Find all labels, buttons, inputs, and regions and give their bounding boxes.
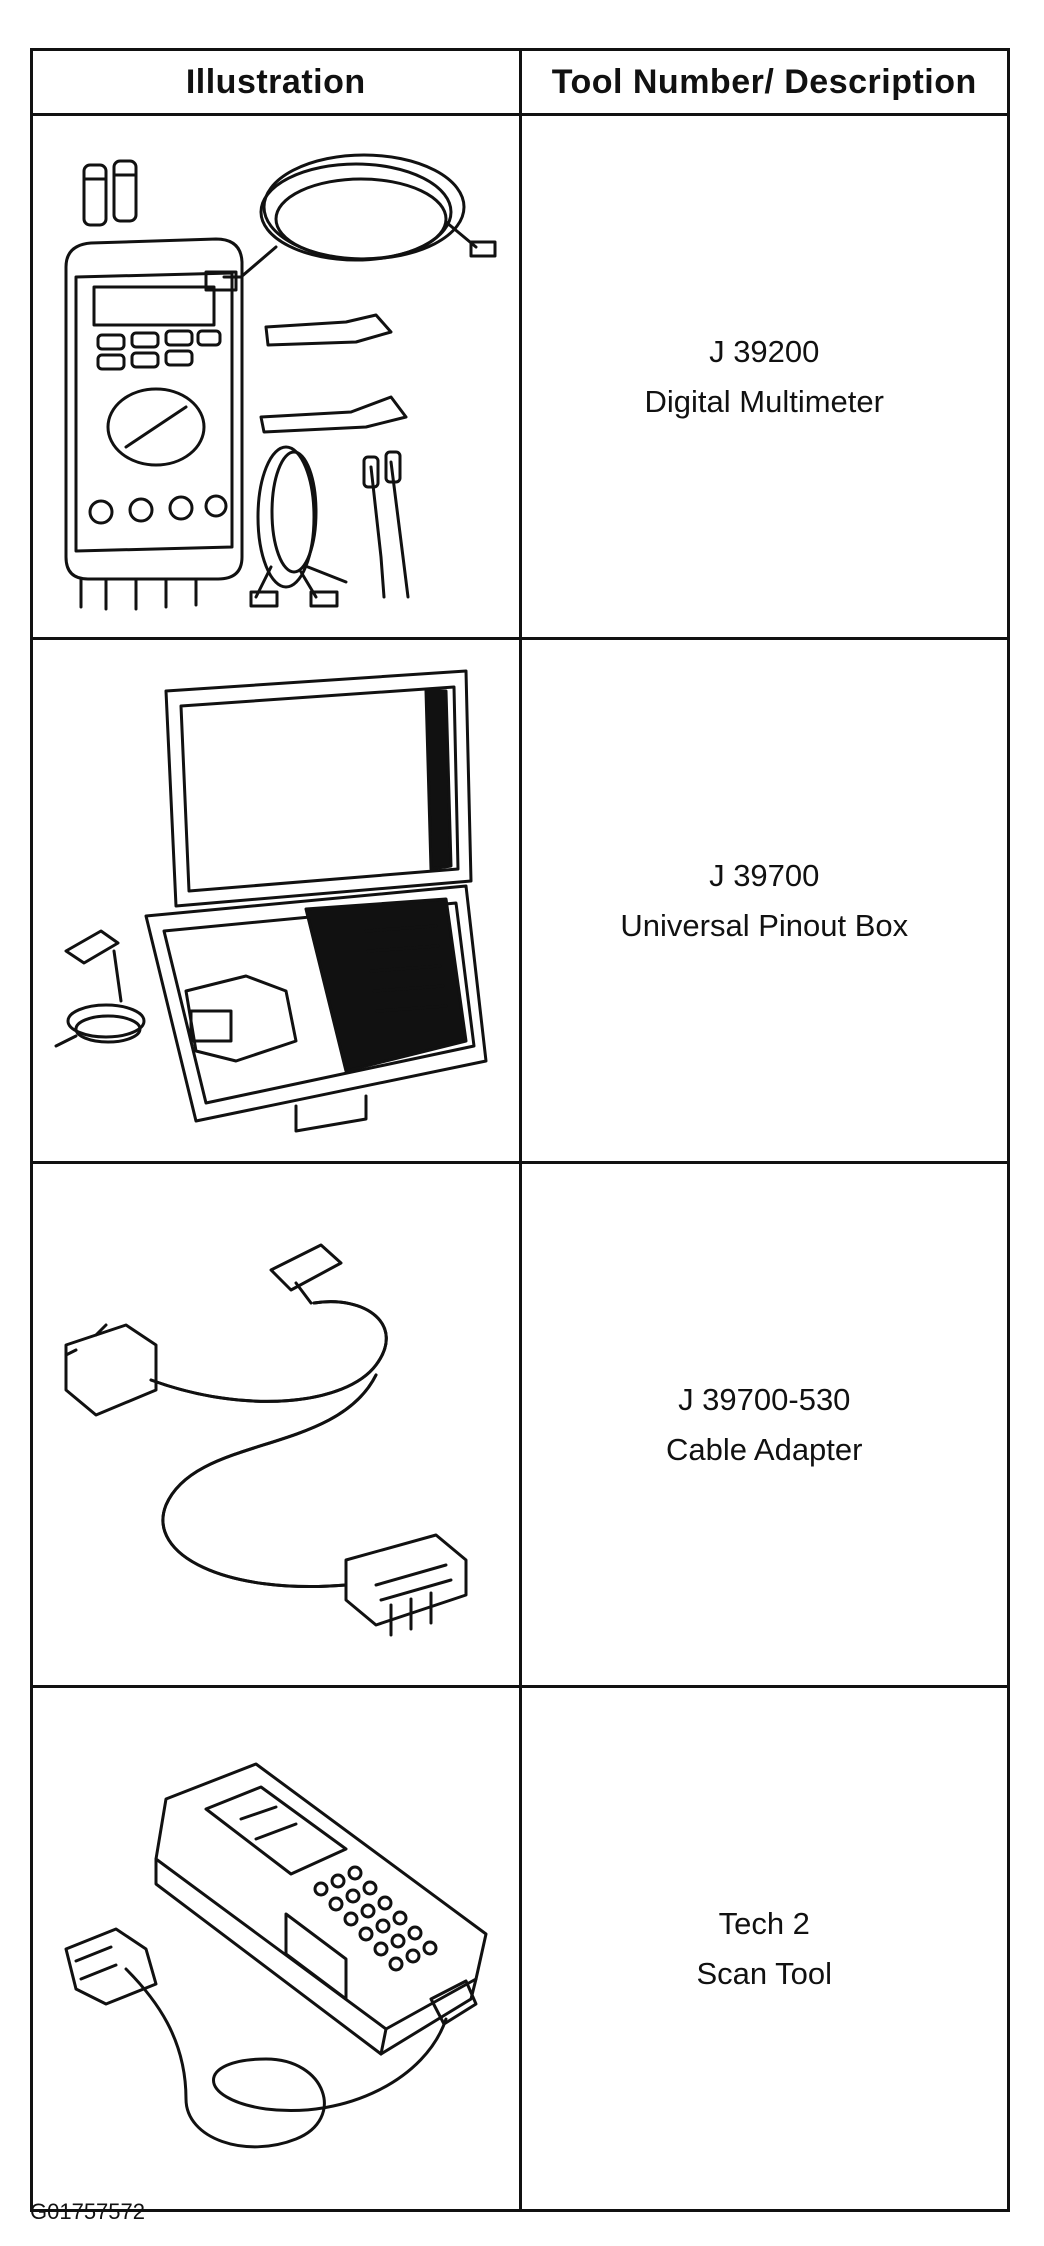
description-cell: Tech 2 Scan Tool <box>518 1685 1010 2212</box>
header-illustration: Illustration <box>30 48 522 116</box>
pinout-box-icon <box>54 669 488 1132</box>
description-cell: J 39200 Digital Multimeter <box>518 113 1010 640</box>
tool-number: J 39700 <box>709 857 820 893</box>
table-row: J 39700 Universal Pinout Box <box>30 637 1010 1164</box>
illustration-cell <box>30 637 522 1164</box>
illustration-cell <box>30 1685 522 2212</box>
cable-adapter-icon <box>64 1243 468 1636</box>
header-row: Illustration Tool Number/ Description <box>30 48 1010 116</box>
illustration-cell <box>30 113 522 640</box>
tool-number: Tech 2 <box>718 1905 810 1941</box>
tool-table: Illustration Tool Number/ Description <box>30 48 1010 2212</box>
tool-name: Digital Multimeter <box>644 383 884 419</box>
figure-id: G01757572 <box>30 2199 145 2224</box>
tool-number: J 39700-530 <box>678 1381 851 1417</box>
header-description: Tool Number/ Description <box>518 48 1010 116</box>
table-row: J 39700-530 Cable Adapter <box>30 1161 1010 1688</box>
tool-name: Universal Pinout Box <box>620 907 909 943</box>
tool-name: Cable Adapter <box>666 1431 863 1467</box>
illustration-cell <box>30 1161 522 1688</box>
description-cell: J 39700 Universal Pinout Box <box>518 637 1010 1164</box>
table-row: J 39200 Digital Multimeter <box>30 113 1010 640</box>
scan-tool-icon <box>64 1762 488 2148</box>
table-row: Tech 2 Scan Tool <box>30 1685 1010 2212</box>
digital-multimeter-icon <box>64 153 497 610</box>
tool-number: J 39200 <box>709 333 820 369</box>
tool-name: Scan Tool <box>696 1955 833 1991</box>
description-cell: J 39700-530 Cable Adapter <box>518 1161 1010 1688</box>
